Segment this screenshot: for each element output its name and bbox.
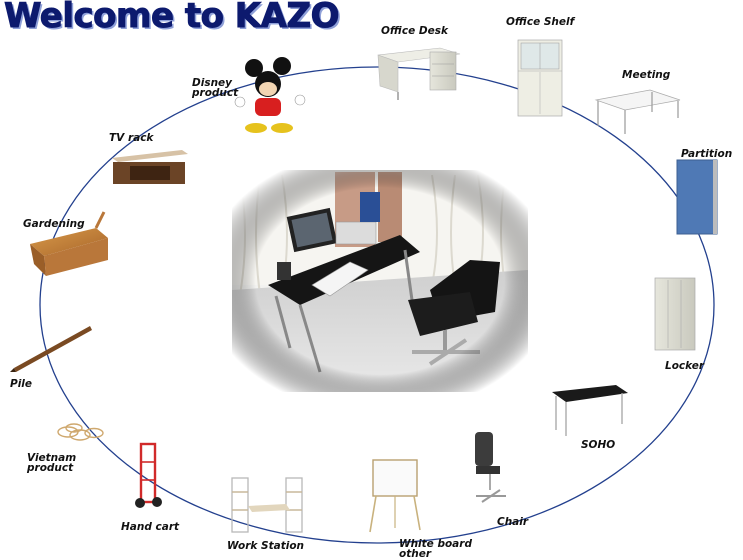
tv-rack-image <box>112 150 188 184</box>
locker-image <box>654 277 696 351</box>
label-office-shelf[interactable]: Office Shelf <box>506 16 575 28</box>
meeting-table-image <box>594 89 681 134</box>
office-chair-image <box>475 432 506 503</box>
soho-table-image <box>552 385 628 436</box>
label-disney-product[interactable]: Disney product <box>192 77 239 99</box>
product-ring <box>39 66 715 544</box>
rattan-rings-image <box>57 423 104 441</box>
label-work-station[interactable]: Work Station <box>227 540 305 552</box>
white-board-image <box>369 459 421 533</box>
office-shelf-image <box>517 39 563 117</box>
hand-cart-image <box>135 442 162 508</box>
label-gardening[interactable]: Gardening <box>23 218 85 230</box>
page-title: Welcome to KAZO <box>3 0 340 37</box>
office-desk-image <box>377 47 461 100</box>
label-pile[interactable]: Pile <box>10 378 33 390</box>
wooden-pile-image <box>10 326 92 372</box>
label-tv-rack[interactable]: TV rack <box>109 132 154 144</box>
work-station-image <box>231 477 303 533</box>
mickey-mouse-image <box>234 57 306 133</box>
label-partition[interactable]: Partition <box>681 148 733 160</box>
partition-panel-image <box>676 159 718 235</box>
label-hand-cart[interactable]: Hand cart <box>121 521 180 533</box>
garden-planter-image <box>30 211 108 276</box>
label-office-desk[interactable]: Office Desk <box>381 25 448 37</box>
center-office-photo <box>232 170 528 392</box>
label-white-board[interactable]: White board other <box>399 538 472 560</box>
label-soho[interactable]: SOHO <box>581 439 616 451</box>
label-locker[interactable]: Locker <box>665 360 705 372</box>
label-meeting[interactable]: Meeting <box>622 69 671 81</box>
label-vietnam-product[interactable]: Vietnam product <box>27 452 77 474</box>
label-chair[interactable]: Chair <box>497 516 529 528</box>
